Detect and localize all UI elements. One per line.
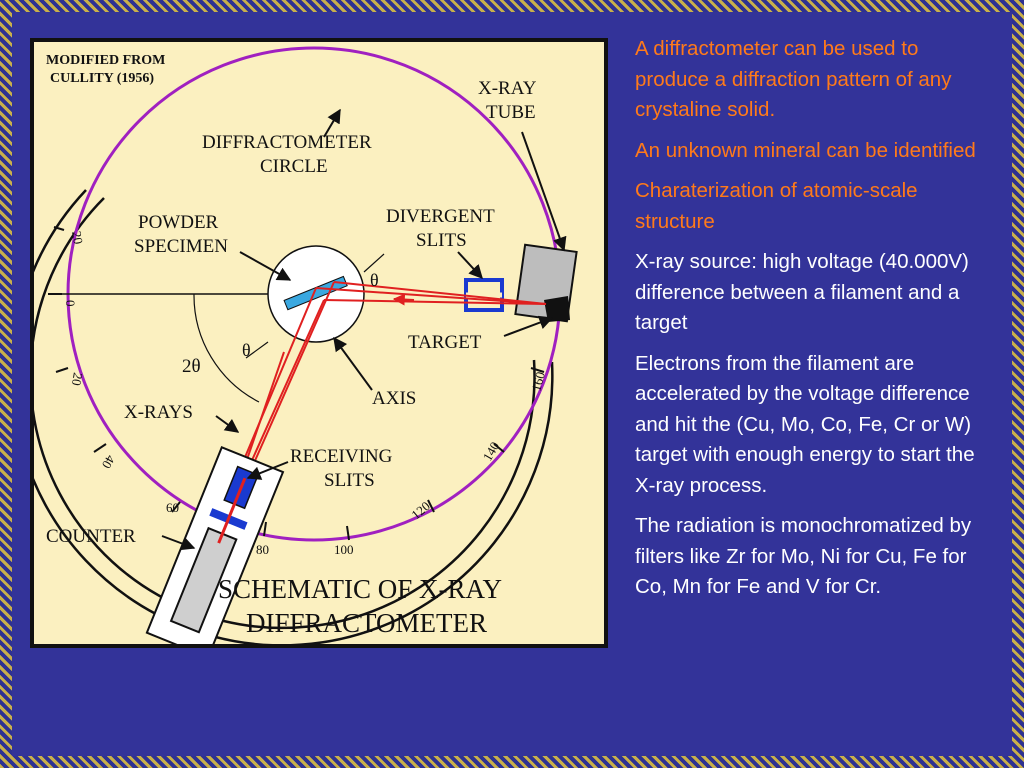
label-receiving-2: SLITS <box>324 470 375 491</box>
bullet-4: X-ray source: high voltage (40.000V) dif… <box>635 250 969 334</box>
scale-tick-60: 60 <box>166 500 179 515</box>
label-theta-top: θ <box>370 270 379 290</box>
label-powder-2: SPECIMEN <box>134 236 228 257</box>
scale-tick-160: 160 <box>528 370 548 393</box>
label-xrays: X-RAYS <box>124 402 193 423</box>
label-theta-bottom: θ <box>242 340 251 360</box>
label-diffractometer-2: CIRCLE <box>260 156 328 177</box>
label-divergent-1: DIVERGENT <box>386 206 495 227</box>
label-xray-tube-1: X-RAY <box>478 78 537 99</box>
target-block <box>544 296 570 322</box>
label-axis: AXIS <box>372 388 416 409</box>
label-diffractometer-1: DIFFRACTOMETER <box>202 132 372 153</box>
scale-tick-140: 140 <box>480 439 503 463</box>
scale-ticks <box>48 226 545 541</box>
source-note-line-2: CULLITY (1956) <box>50 71 154 86</box>
bullet-2: An unknown mineral can be identified <box>635 138 976 162</box>
label-receiving-1: RECEIVING <box>290 446 393 467</box>
diffractometer-figure: 20 0 20 40 60 80 100 120 140 160 <box>30 38 608 648</box>
powder-specimen <box>283 275 348 311</box>
label-powder-1: POWDER <box>138 212 219 233</box>
figure-title-line-2: DIFFRACTOMETER <box>246 608 487 638</box>
scale-tick-40: 40 <box>99 453 118 472</box>
label-target: TARGET <box>408 332 482 353</box>
source-note-line-1: MODIFIED FROM <box>46 53 165 68</box>
diffractometer-schematic: 20 0 20 40 60 80 100 120 140 160 <box>34 46 578 644</box>
label-divergent-2: SLITS <box>416 230 467 251</box>
figure-title-line-1: SCHEMATIC OF X-RAY <box>218 574 502 604</box>
scale-tick-0: 0 <box>63 300 78 307</box>
scale-tick-80: 80 <box>256 542 269 557</box>
bullet-6: The radiation is monochromatized by filt… <box>635 514 972 598</box>
label-two-theta: 2θ <box>182 356 201 377</box>
scale-tick-20-lower: 20 <box>69 371 86 386</box>
bullet-1: A diffractometer can be used to produce … <box>635 37 952 121</box>
slide: 20 0 20 40 60 80 100 120 140 160 <box>12 12 1012 756</box>
bullet-5: Electrons from the filament are accelera… <box>635 351 975 497</box>
label-xray-tube-2: TUBE <box>486 102 536 123</box>
bullet-3: Charaterization of atomic-scale structur… <box>635 179 918 233</box>
text-panel: A diffractometer can be used to produce … <box>635 34 995 613</box>
two-theta-arc <box>193 293 260 403</box>
xray-beams <box>221 281 547 533</box>
scale-tick-20-upper: 20 <box>69 230 86 245</box>
scale-tick-100: 100 <box>334 542 354 557</box>
label-counter: COUNTER <box>46 526 136 547</box>
